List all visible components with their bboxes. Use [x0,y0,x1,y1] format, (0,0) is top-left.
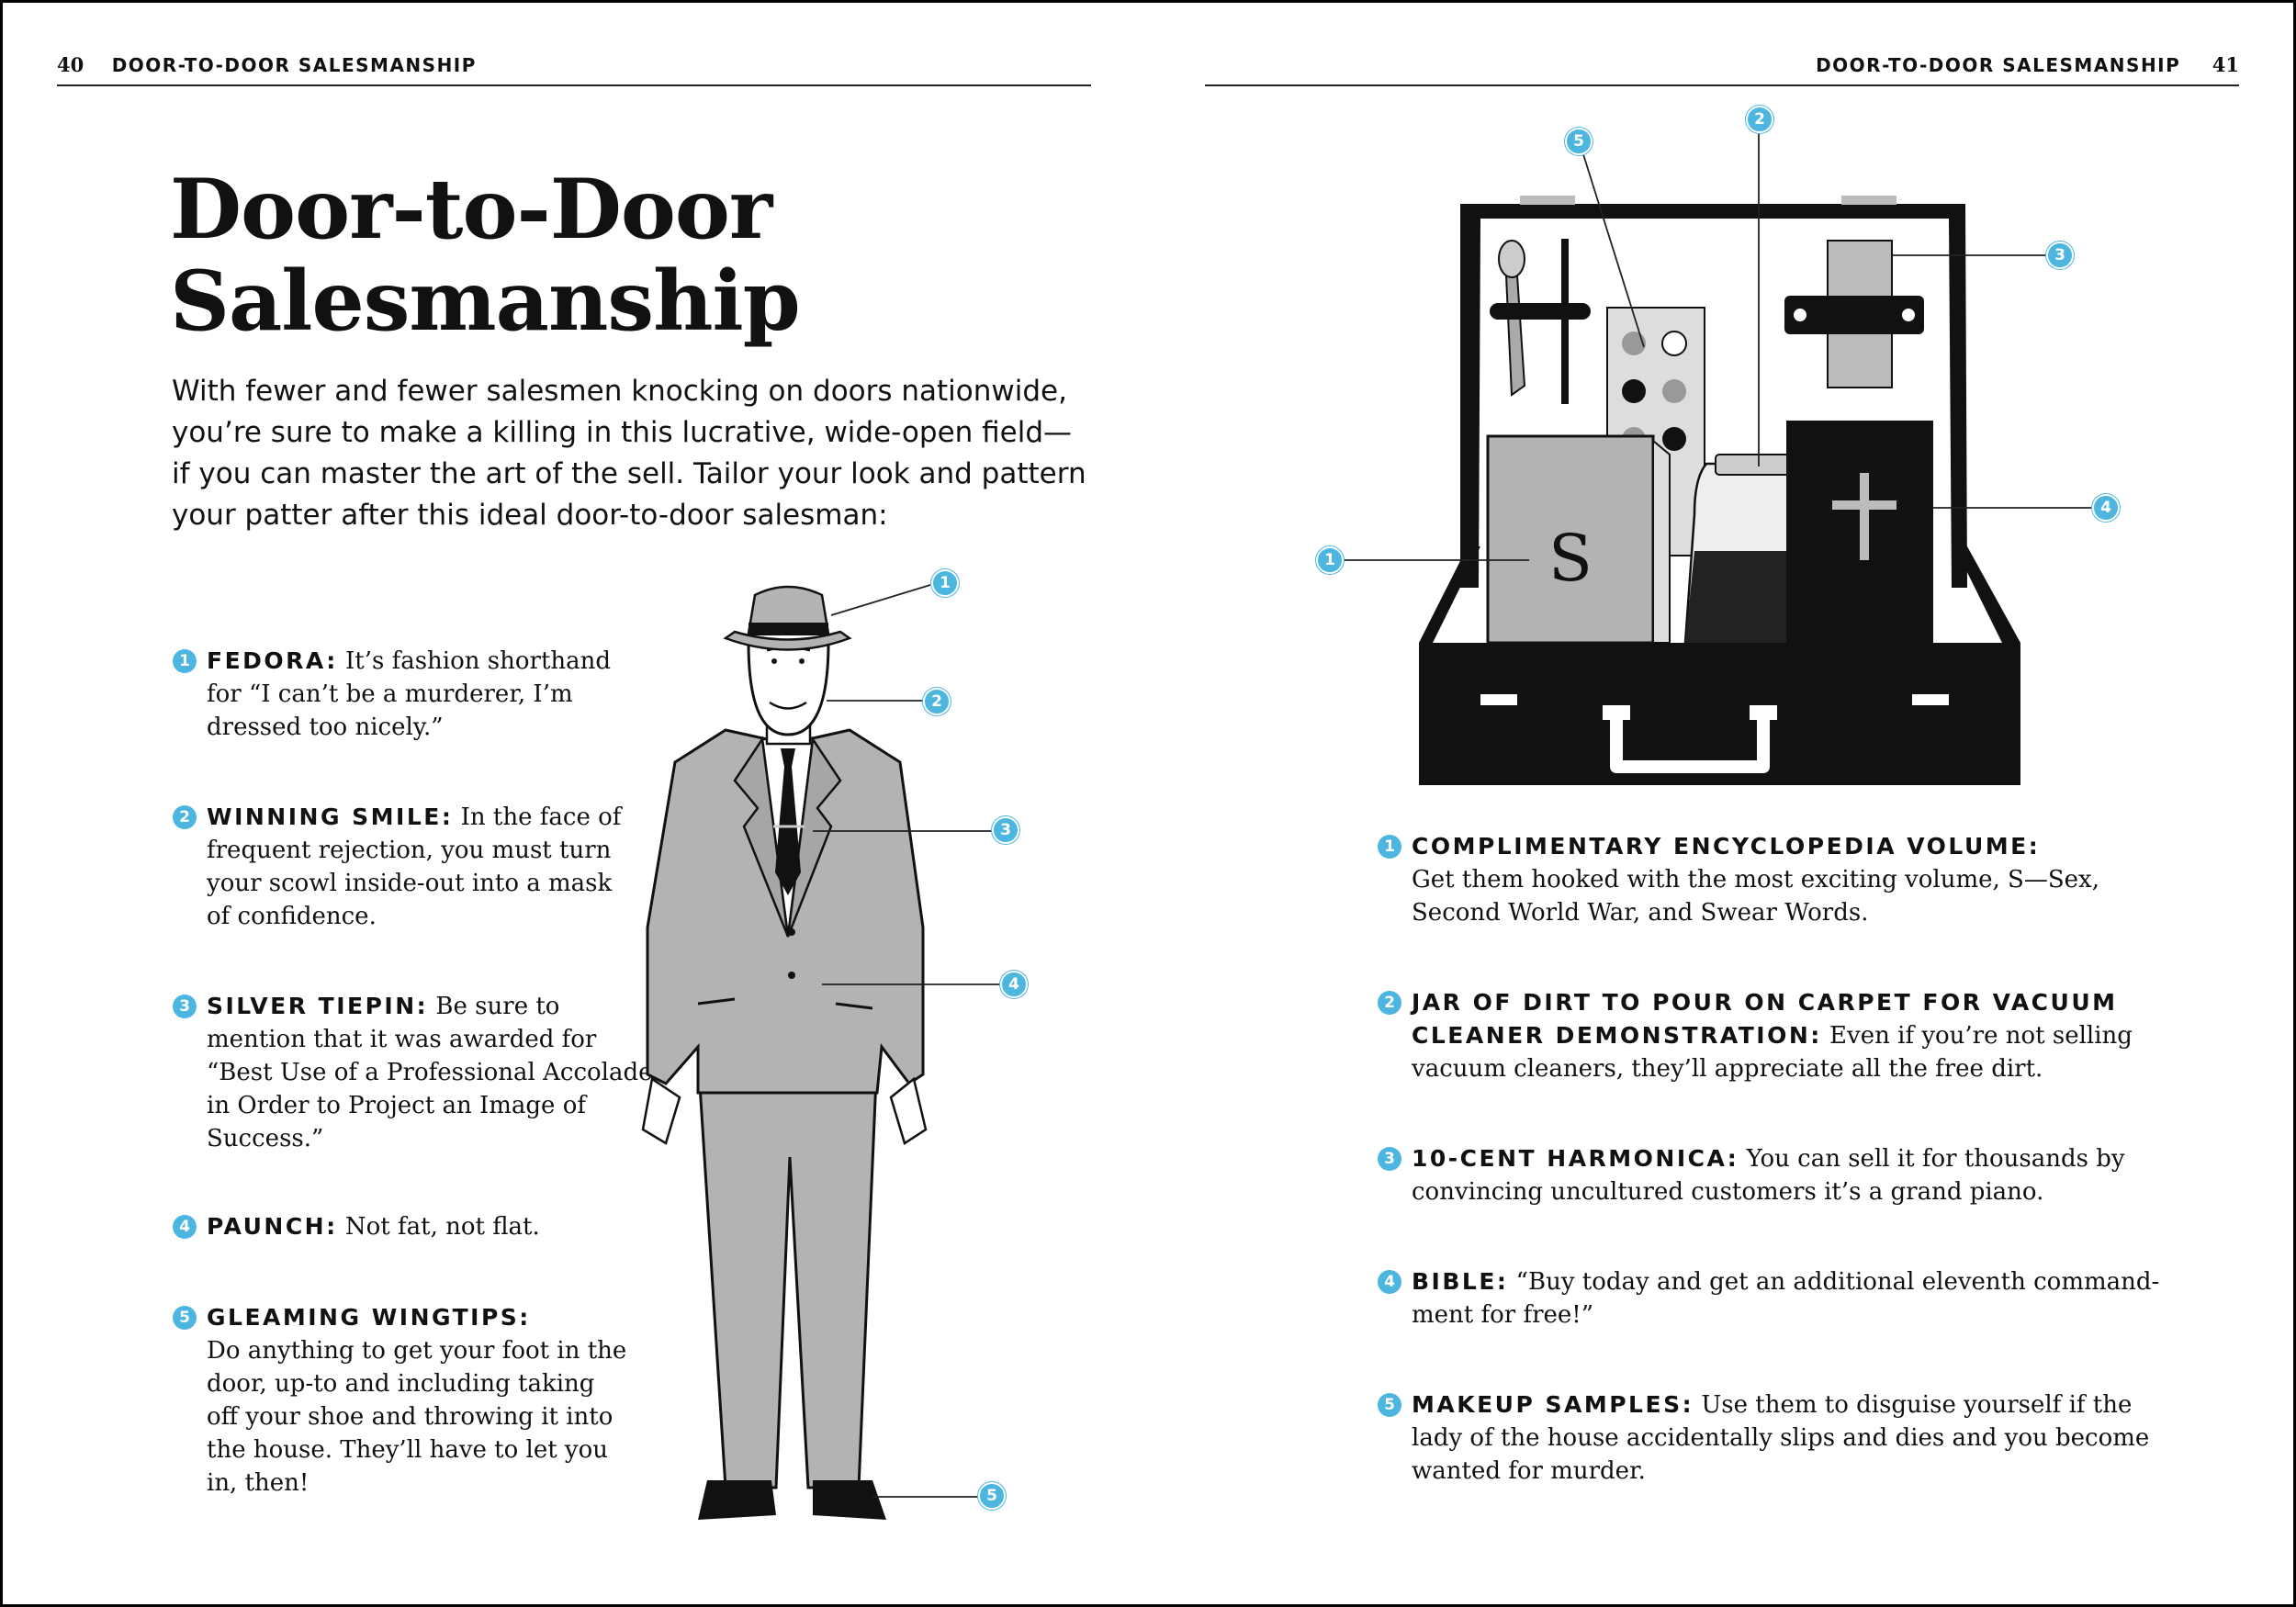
item-text: in, then! [207,1469,310,1497]
intro-line: your patter after this ideal door-to-doo… [172,499,888,532]
salesman-item-tiepin: 3 SILVER TIEPIN: Be sure to mention that… [173,990,653,1155]
case-item-makeup: 5 MAKEUP SAMPLES: Use them to disguise y… [1378,1388,2150,1488]
item-text: Use them to disguise yourself if the [1694,1391,2133,1419]
item-number-badge: 3 [1378,1147,1401,1171]
item-text: “Best Use of a Professional Accolade [207,1059,653,1086]
salesman-leader-lines [813,584,1006,1498]
item-number-badge: 2 [1378,991,1401,1015]
book-spine-letter: S [1548,521,1593,596]
intro-line: With fewer and fewer salesmen knocking o… [172,375,1067,408]
salesman-callout-1: 1 [931,569,959,597]
item-text: wanted for murder. [1412,1457,1646,1485]
item-text: off your shoe and throwing it into [207,1403,613,1431]
item-lead: FEDORA: [207,647,338,674]
right-running-head: DOOR-TO-DOOR SALESMANSHIP 41 [1816,53,2239,76]
item-text: Second World War, and Swear Words. [1412,899,1869,927]
item-text: frequent rejection, you must turn [207,837,612,864]
item-lead: CLEANER DEMONSTRATION: [1412,1022,1822,1049]
item-text: It’s fashion shorthand [337,647,612,675]
salesman-illustration [641,585,928,1520]
item-number-badge: 5 [1378,1393,1401,1417]
salesman-item-fedora: 1 FEDORA: It’s fashion shorthand for “I … [173,645,612,744]
item-number-badge: 3 [173,995,197,1018]
case-item-bible: 4 BIBLE: “Buy today and get an additiona… [1378,1265,2160,1332]
right-header-rule [1205,84,2239,86]
case-callout-3: 3 [2046,242,2074,269]
left-header-rule [57,84,1091,86]
item-lead: SILVER TIEPIN: [207,993,429,1019]
item-lead: COMPLIMENTARY ENCYCLOPEDIA VOLUME: [1412,833,2041,860]
item-number-badge: 1 [1378,835,1401,859]
item-text: convincing uncultured customers it’s a g… [1412,1178,2044,1206]
item-text: Do anything to get your foot in the [207,1337,627,1365]
left-running-title: DOOR-TO-DOOR SALESMANSHIP [111,54,477,76]
case-item-encyclopedia: 1 COMPLIMENTARY ENCYCLOPEDIA VOLUME: Get… [1378,830,2099,929]
intro-paragraph: With fewer and fewer salesmen knocking o… [172,371,1086,536]
briefcase-illustration [1419,196,2020,785]
case-item-harmonica: 3 10-CENT HARMONICA: You can sell it for… [1378,1142,2125,1208]
item-lead: WINNING SMILE: [207,804,454,830]
salesman-item-wingtips: 5 GLEAMING WINGTIPS: Do anything to get … [173,1301,627,1500]
item-text: In the face of [453,804,622,831]
title-line-1: Door-to-Door [170,161,772,258]
salesman-item-smile: 2 WINNING SMILE: In the face of frequent… [173,801,622,933]
item-text: Even if you’re not selling [1821,1022,2133,1050]
case-item-jar-of-dirt: 2 JAR OF DIRT TO POUR ON CARPET FOR VACU… [1378,986,2133,1085]
item-lead: PAUNCH: [207,1213,338,1240]
item-text: door, up-to and including taking [207,1370,595,1398]
item-text: Be sure to [428,993,560,1020]
item-text: the house. They’ll have to let you [207,1436,609,1464]
salesman-callout-3: 3 [992,816,1019,844]
item-text: your scowl inside-out into a mask [207,870,613,897]
salesman-callout-4: 4 [1000,971,1028,998]
item-number-badge: 1 [173,649,197,673]
item-text: ment for free!” [1412,1301,1594,1329]
item-text: vacuum cleaners, they’ll appreciate all … [1412,1055,2043,1083]
left-page-number: 40 [57,53,84,76]
salesman-callout-2: 2 [923,688,951,715]
case-leader-lines [1341,129,2092,561]
item-lead: JAR OF DIRT TO POUR ON CARPET FOR VACUUM [1412,989,2118,1016]
item-text: Get them hooked with the most exciting v… [1412,866,2099,893]
intro-line: if you can master the art of the sell. T… [172,457,1086,490]
item-lead: BIBLE: [1412,1268,1509,1295]
item-text: mention that it was awarded for [207,1026,597,1053]
item-text: of confidence. [207,903,377,930]
item-text: in Order to Project an Image of [207,1092,586,1119]
case-callout-5: 5 [1565,128,1593,155]
left-running-head: 40 DOOR-TO-DOOR SALESMANSHIP [57,53,477,76]
item-text: You can sell it for thousands by [1739,1145,2125,1173]
item-lead: 10-CENT HARMONICA: [1412,1145,1739,1172]
item-text: “Buy today and get an additional elevent… [1508,1268,2160,1296]
page-title: Door-to-Door Salesmanship [170,161,801,350]
item-text: dressed too nicely.” [207,714,444,741]
case-callout-1: 1 [1316,546,1344,574]
item-text: Success.” [207,1125,324,1152]
title-line-2: Salesmanship [170,253,801,350]
right-running-title: DOOR-TO-DOOR SALESMANSHIP [1816,54,2181,76]
case-callout-4: 4 [2092,494,2120,522]
item-number-badge: 5 [173,1306,197,1330]
right-page-number: 41 [2212,53,2239,76]
item-text: Not fat, not flat. [337,1213,540,1241]
salesman-item-paunch: 4 PAUNCH: Not fat, not flat. [173,1210,540,1243]
item-number-badge: 4 [1378,1270,1401,1294]
item-number-badge: 4 [173,1215,197,1239]
item-lead: GLEAMING WINGTIPS: [207,1304,531,1331]
salesman-callout-5: 5 [978,1482,1006,1510]
intro-line: you’re sure to make a killing in this lu… [172,416,1073,449]
item-text: lady of the house accidentally slips and… [1412,1424,2150,1452]
item-number-badge: 2 [173,805,197,829]
case-callout-2: 2 [1746,106,1773,133]
item-text: for “I can’t be a murderer, I’m [207,680,573,708]
item-lead: MAKEUP SAMPLES: [1412,1391,1694,1418]
